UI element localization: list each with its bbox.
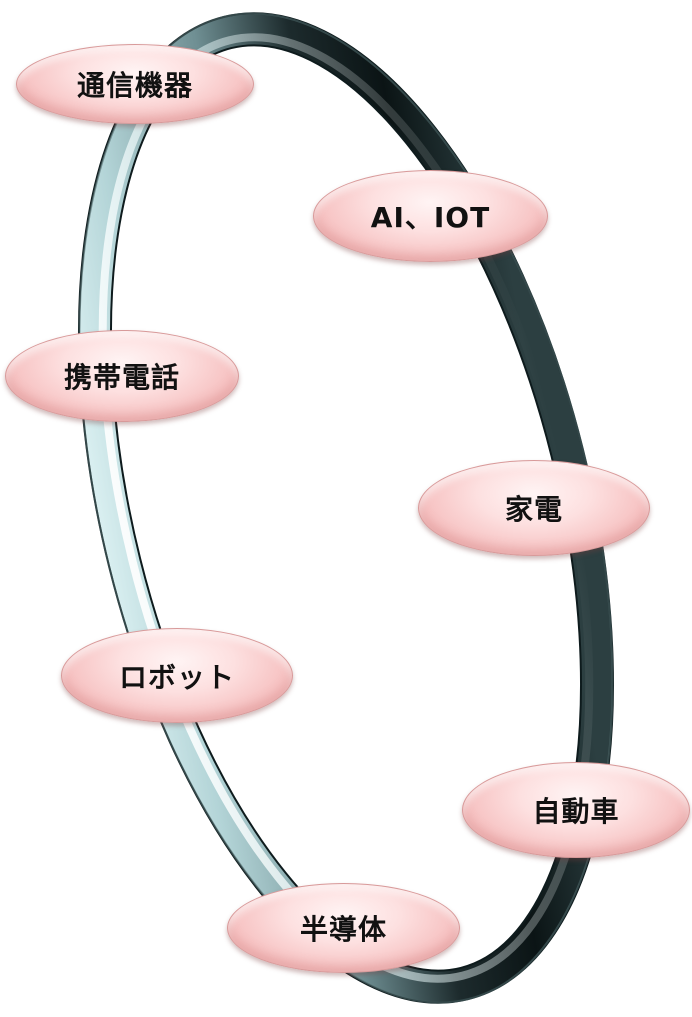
node-label: 家電 (504, 493, 563, 526)
node-ai-iot: AI、IOT (313, 170, 548, 262)
node-label: ロボット (118, 660, 235, 694)
node-jidosha: 自動車 (462, 762, 690, 858)
node-label: AI、IOT (370, 201, 491, 234)
node-tsushin-kiki: 通信機器 (16, 44, 254, 124)
node-label: 通信機器 (76, 69, 193, 102)
node-label: 携帯電話 (63, 361, 180, 394)
node-kaden: 家電 (418, 460, 650, 556)
ring-inner-highlight (98, 33, 594, 983)
ring-tube-body (80, 14, 612, 1002)
node-label: 半導体 (299, 913, 387, 946)
node-robot: ロボット (61, 628, 293, 723)
node-handotai: 半導体 (227, 883, 460, 973)
node-keitai-denwa: 携帯電話 (5, 330, 239, 422)
node-label: 自動車 (532, 795, 620, 828)
